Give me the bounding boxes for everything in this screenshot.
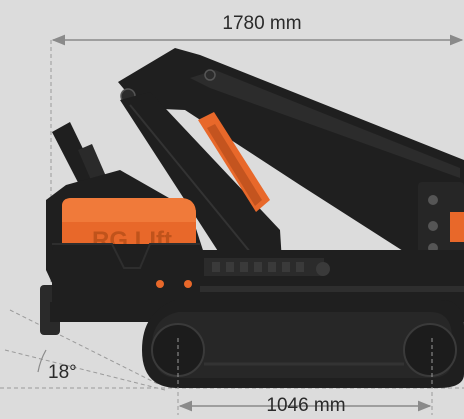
overall-width-dimension: 1780 mm [51,13,464,46]
crane-lower-arm [120,92,282,268]
extension-lines-overlay [177,338,433,388]
approach-angle-label: 18° [48,362,77,383]
crawler-track [50,300,464,388]
track-length-dimension: 1046 mm [178,395,432,416]
chassis [52,243,200,316]
track-length-label: 1046 mm [266,395,345,416]
crane-boom [118,48,464,271]
overall-width-label: 1780 mm [222,13,301,34]
hydraulic-cylinder [198,112,270,212]
approach-angle-indicator: 18° [4,309,166,391]
base-platform [196,250,464,302]
